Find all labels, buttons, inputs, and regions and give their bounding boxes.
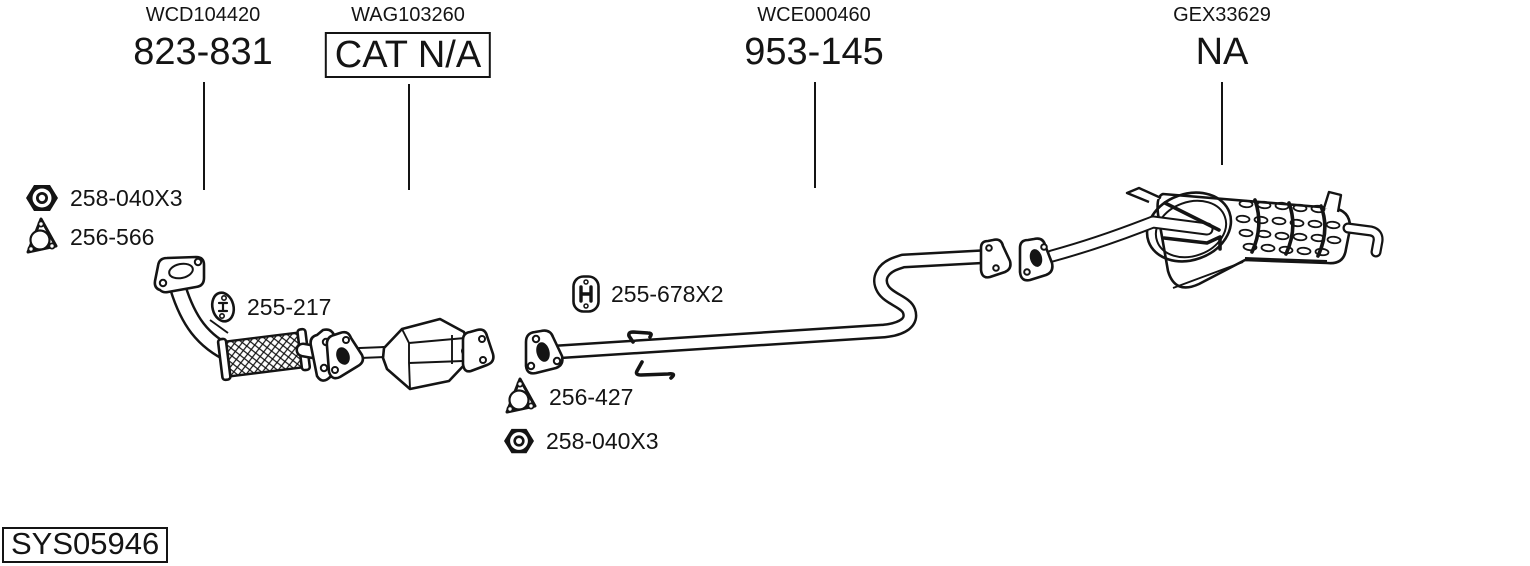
louvre-pattern (1235, 199, 1342, 257)
part-group-catalytic-converter: WAG103260 CAT N/A (324, 4, 492, 78)
part-group-rear-silencer: GEX33629 NA (1173, 4, 1271, 72)
nut-icon (26, 185, 58, 211)
oe-reference: GEX33629 (1173, 4, 1271, 26)
gasket-icon (505, 377, 537, 414)
mount-icon (210, 291, 236, 323)
part-number: NA (1195, 31, 1249, 73)
callout-text: 256-566 (70, 223, 155, 250)
gasket-icon (26, 217, 58, 254)
system-code: SYS05946 (11, 526, 160, 561)
flex-braid-section (216, 327, 312, 382)
callout-text: 258-040X3 (546, 427, 659, 454)
callout-text: 255-678X2 (611, 280, 724, 307)
callout-row: 256-566 (22, 215, 154, 259)
callout-row: 255-678X2 (571, 274, 724, 314)
callout-text: 255-217 (247, 293, 332, 320)
centre-pipe-drawing (524, 238, 1012, 380)
oe-reference: WCD104420 (145, 4, 261, 26)
catalytic-converter-drawing (325, 317, 495, 391)
part-number: 823-831 (133, 31, 273, 73)
part-number-boxed: CAT N/A (324, 32, 492, 78)
leader-lines (203, 82, 1223, 190)
nut-icon (504, 428, 534, 454)
hanger-icon (572, 275, 600, 313)
part-group-front-pipe: WCD104420 823-831 (133, 4, 272, 72)
callout-row: 256-427 (501, 375, 633, 419)
callout-text: 258-040X3 (70, 184, 183, 211)
callout-row: 258-040X3 (502, 426, 659, 456)
callout-row: 255-217 (209, 290, 331, 324)
callout-text: 256-427 (549, 383, 634, 410)
rear-silencer-drawing (1018, 186, 1384, 289)
oe-reference: WAG103260 (351, 4, 465, 26)
part-group-centre-pipe: WCE000460 953-145 (744, 4, 883, 72)
oe-reference: WCE000460 (757, 4, 871, 26)
system-code-box: SYS05946 (2, 526, 169, 563)
callout-row: 258-040X3 (24, 182, 183, 214)
part-number: 953-145 (744, 31, 884, 73)
